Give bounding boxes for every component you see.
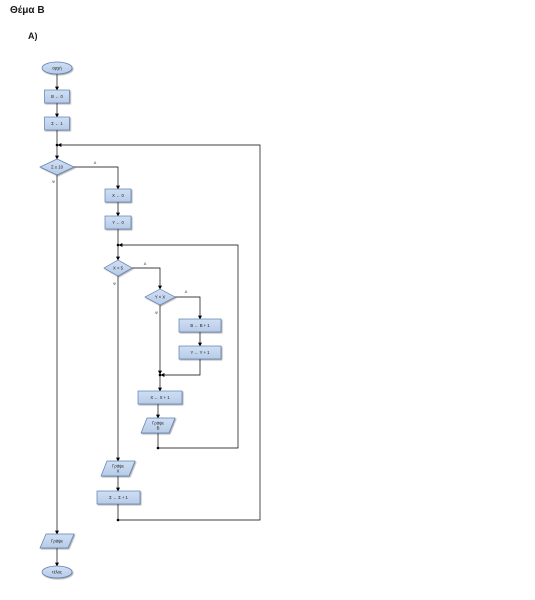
page-title: Θέμα Β: [10, 5, 45, 16]
decision-1-false-label: Ψ: [52, 180, 55, 184]
junction-dot-outer-loop: [55, 143, 59, 147]
flow-line-box6-to-merge: [160, 359, 201, 377]
process-box-8-label: Σ ← Σ + 1: [109, 495, 128, 500]
outer-loop-return-line: [57, 143, 261, 521]
process-box-6-label: Υ ← Υ + 1: [191, 350, 211, 355]
decision-1: [39, 158, 75, 176]
output-1-label-line1: Γράψε: [152, 421, 164, 426]
output-1: [140, 417, 176, 434]
flow-line-decision1-true: [74, 166, 120, 190]
process-box-8: [96, 490, 141, 505]
process-box-7-label: Χ ← Χ + 1: [150, 395, 170, 400]
output-2: [100, 460, 136, 477]
process-box-5-label: Β ← Β + 1: [190, 323, 210, 328]
decision-3: [144, 288, 176, 306]
process-box-4: [104, 215, 132, 230]
decision-2: [103, 259, 133, 277]
decision-2-false-label: Ψ: [113, 282, 116, 286]
process-box-2: [44, 116, 70, 131]
end-terminal-label: τέλος: [52, 570, 62, 575]
process-box-1-label: Β ← 0: [51, 94, 63, 99]
start-terminal-label: αρχή: [52, 66, 62, 71]
decision-1-label: Σ ≤ 10: [51, 165, 64, 170]
output-1-label-line2: Β: [157, 426, 160, 431]
process-box-7: [137, 390, 183, 405]
process-box-3-label: Χ ← 0: [112, 193, 124, 198]
process-box-2-label: Σ ← 1: [51, 121, 63, 126]
end-terminal: [41, 565, 73, 579]
output-2-label-line2: Χ: [117, 469, 120, 474]
decision-2-true-label: Α: [144, 262, 147, 266]
part-label: A): [28, 31, 38, 41]
inner-loop-return-line: [118, 243, 239, 449]
flow-line-decision2-true: [132, 267, 162, 290]
junction-dot-outer-return: [116, 518, 120, 522]
decision-3-label: Υ < Χ: [155, 295, 165, 300]
junction-dot-inner-loop: [116, 243, 120, 247]
output-3-label: Γράψε: [51, 539, 63, 544]
output-2-label-line1: Γράψε: [112, 464, 124, 469]
junction-dot-merge: [158, 373, 162, 377]
decision-3-true-label: Α: [185, 290, 188, 294]
process-box-5: [178, 318, 222, 333]
start-terminal: [41, 61, 73, 75]
decision-2-label: Χ < 5: [113, 266, 124, 271]
decision-3-false-label: Ψ: [155, 311, 158, 315]
process-box-6: [178, 345, 222, 360]
flow-line-decision3-true: [175, 296, 202, 320]
process-box-3: [104, 188, 132, 203]
process-box-4-label: Υ ← 0: [112, 220, 124, 225]
decision-1-true-label: Α: [94, 161, 97, 165]
junction-dot-inner-return: [156, 446, 160, 450]
output-3: [39, 533, 75, 549]
process-box-1: [44, 89, 70, 104]
